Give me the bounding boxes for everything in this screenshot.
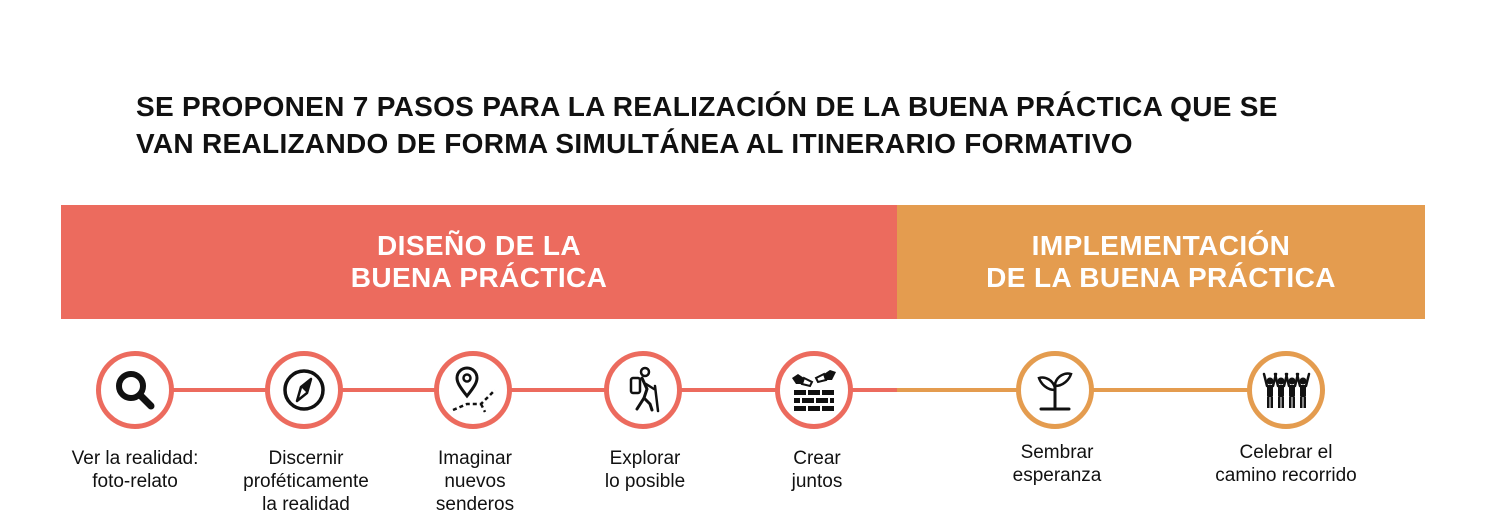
step-4-label-line-1: Explorar	[609, 448, 681, 469]
step-7-node	[1247, 351, 1325, 429]
bricklaying-hands-icon	[792, 370, 836, 411]
phase-design-line-1: DISEÑO DE LA	[377, 230, 581, 261]
step-1-label: Ver la realidad: foto-relato	[45, 447, 225, 493]
step-6-label: Sembrar esperanza	[967, 441, 1147, 487]
map-pin-path-icon	[452, 366, 496, 413]
step-7-label-line-1: Celebrar el	[1239, 442, 1333, 463]
page-title: SE PROPONEN 7 PASOS PARA LA REALIZACIÓN …	[136, 88, 1386, 162]
step-3-label-line-2: nuevos	[444, 471, 506, 492]
step-7-label-line-2: camino recorrido	[1215, 465, 1357, 486]
step-5-label: Crear juntos	[727, 447, 907, 493]
celebrating-people-icon	[1262, 372, 1311, 408]
step-4-label: Explorar lo posible	[555, 447, 735, 493]
hiker-icon	[629, 366, 660, 413]
step-3-label: Imaginar nuevos senderos	[385, 447, 565, 516]
step-4-label-line-2: lo posible	[604, 471, 686, 492]
step-5-node	[775, 351, 853, 429]
step-6-label-line-2: esperanza	[1012, 465, 1102, 486]
phase-impl-line-2: DE LA BUENA PRÁCTICA	[986, 262, 1336, 293]
compass-icon	[283, 369, 325, 411]
phase-design-line-2: BUENA PRÁCTICA	[350, 262, 608, 293]
step-6-node	[1016, 351, 1094, 429]
step-4-node	[604, 351, 682, 429]
step-1-label-line-2: foto-relato	[92, 471, 178, 492]
step-1-node	[96, 351, 174, 429]
step-3-label-line-3: senderos	[435, 494, 515, 515]
phase-impl-line-1: IMPLEMENTACIÓN	[1031, 230, 1291, 261]
step-2-label-line-1: Discernir	[268, 448, 344, 469]
magnifier-icon	[116, 371, 155, 410]
step-2-label-line-3: la realidad	[262, 494, 350, 515]
phase-banner-design: DISEÑO DE LA BUENA PRÁCTICA	[61, 205, 897, 319]
step-5-label-line-1: Crear	[793, 448, 841, 469]
step-1-label-line-1: Ver la realidad:	[71, 448, 199, 469]
sprout-icon	[1037, 372, 1073, 411]
step-2-node	[265, 351, 343, 429]
step-3-label-line-1: Imaginar	[438, 448, 512, 469]
phase-banner-implementation: IMPLEMENTACIÓN DE LA BUENA PRÁCTICA	[897, 205, 1425, 319]
step-5-label-line-2: juntos	[791, 471, 843, 492]
title-line-2: VAN REALIZANDO DE FORMA SIMULTÁNEA AL IT…	[136, 128, 1133, 159]
step-2-label: Discernir proféticamente la realidad	[216, 447, 396, 516]
title-line-1: SE PROPONEN 7 PASOS PARA LA REALIZACIÓN …	[136, 91, 1278, 122]
step-2-label-line-2: proféticamente	[243, 471, 369, 492]
step-3-node	[434, 351, 512, 429]
timeline-line-design	[135, 388, 897, 392]
step-6-label-line-1: Sembrar	[1020, 442, 1094, 463]
step-7-label: Celebrar el camino recorrido	[1196, 441, 1376, 487]
